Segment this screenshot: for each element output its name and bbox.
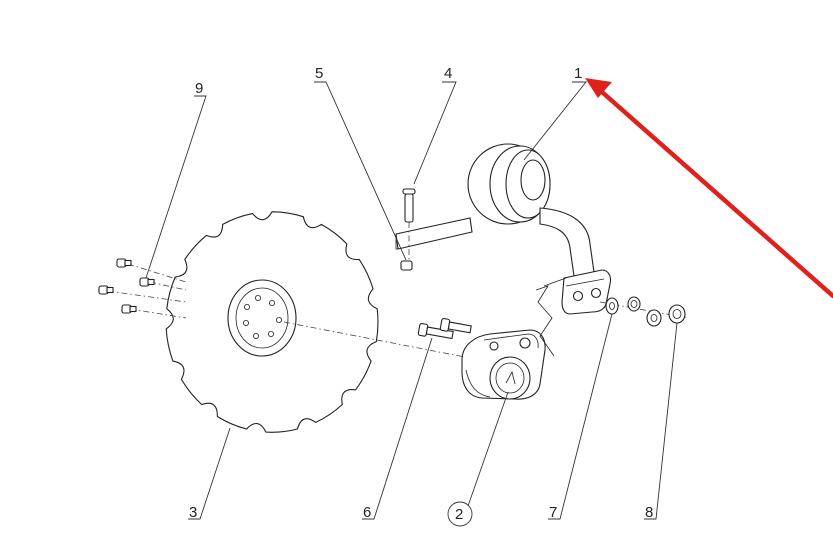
svg-text:7: 7 xyxy=(549,504,557,521)
disc-bolts xyxy=(98,258,187,319)
callout-6[interactable]: 6 xyxy=(363,504,371,521)
small-nut xyxy=(400,260,413,271)
callout-1[interactable]: 1 xyxy=(574,65,582,82)
notched-disc xyxy=(165,211,379,433)
svg-text:5: 5 xyxy=(315,65,323,82)
nut xyxy=(646,309,662,327)
svg-text:9: 9 xyxy=(195,80,203,97)
leader-lines xyxy=(145,81,678,520)
callout-8[interactable]: 8 xyxy=(645,504,653,521)
washer xyxy=(605,297,619,315)
red-arrow xyxy=(585,78,833,299)
svg-text:8: 8 xyxy=(645,504,653,521)
callout-labels: 1 2 3 4 5 6 7 8 9 xyxy=(189,65,653,527)
cap-nut xyxy=(668,304,686,324)
svg-text:1: 1 xyxy=(574,65,582,82)
callout-2[interactable]: 2 xyxy=(447,501,473,527)
svg-text:4: 4 xyxy=(444,65,452,82)
callout-7[interactable]: 7 xyxy=(549,504,557,521)
callout-5[interactable]: 5 xyxy=(315,65,323,82)
callout-3[interactable]: 3 xyxy=(189,504,197,521)
coil-spring-tine xyxy=(395,143,612,315)
svg-text:6: 6 xyxy=(363,504,371,521)
callout-4[interactable]: 4 xyxy=(444,65,452,82)
svg-text:2: 2 xyxy=(455,506,463,523)
lock-washer xyxy=(627,296,641,312)
hub-bolt-holes xyxy=(242,294,282,339)
hub-bolts xyxy=(417,317,472,340)
bearing-hub xyxy=(461,329,546,400)
callout-9[interactable]: 9 xyxy=(195,80,203,97)
svg-text:3: 3 xyxy=(189,504,197,521)
pin xyxy=(402,188,416,262)
